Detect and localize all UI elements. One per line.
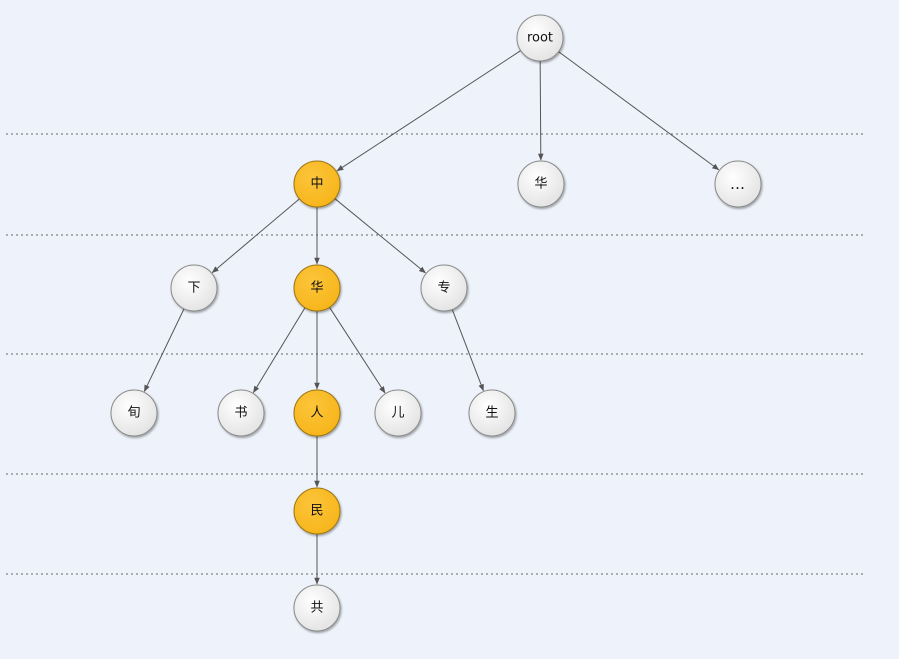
node-label: 书 [234,406,247,421]
node-circle [516,14,564,62]
node-hua1: 华 [517,160,565,208]
node-circle [110,389,158,437]
node-more: … [714,160,762,208]
node-label: 民 [310,504,323,519]
node-circle [517,160,565,208]
node-hua2: 华 [293,264,341,312]
node-root: root [516,14,564,62]
edge-root-zhong [336,50,522,172]
edges [143,50,720,585]
node-shu: 书 [217,389,265,437]
level-dividers [6,133,864,575]
node-circle [714,160,762,208]
node-gong: 共 [293,584,341,632]
edge-zhong-xia [211,198,300,273]
node-circle [468,389,516,437]
node-circle [374,389,422,437]
edge-root-hua1 [537,60,544,161]
node-circle [170,264,218,312]
node-label: 专 [437,281,450,296]
edge-hua2-shu [253,307,306,394]
node-xia: 下 [170,264,218,312]
node-label: 中 [310,177,323,192]
edge-root-more [558,51,720,171]
edge-hua2-er [329,307,386,394]
node-circle [293,264,341,312]
node-label: 儿 [391,406,404,421]
edge-zhong-zhuan [334,198,426,274]
node-xun: 旬 [110,389,158,437]
node-ren: 人 [293,389,341,437]
node-circle [293,584,341,632]
node-label: root [527,31,553,46]
node-label: 生 [485,406,498,421]
node-circle [293,160,341,208]
nodes: root中华…下华专旬书人儿生民共 [110,14,762,632]
node-label: 华 [310,281,323,296]
node-label: 华 [534,177,547,192]
node-circle [420,264,468,312]
node-circle [293,389,341,437]
node-min: 民 [293,487,341,535]
node-label: 人 [310,406,323,421]
node-label: … [730,175,746,193]
node-label: 旬 [127,406,140,421]
node-label: 下 [187,281,200,296]
edge-zhuan-sheng [451,309,484,392]
node-circle [293,487,341,535]
node-zhuan: 专 [420,264,468,312]
node-zhong: 中 [293,160,341,208]
node-er: 儿 [374,389,422,437]
edge-xia-xun [143,308,185,392]
node-label: 共 [310,601,323,616]
node-circle [217,389,265,437]
node-sheng: 生 [468,389,516,437]
